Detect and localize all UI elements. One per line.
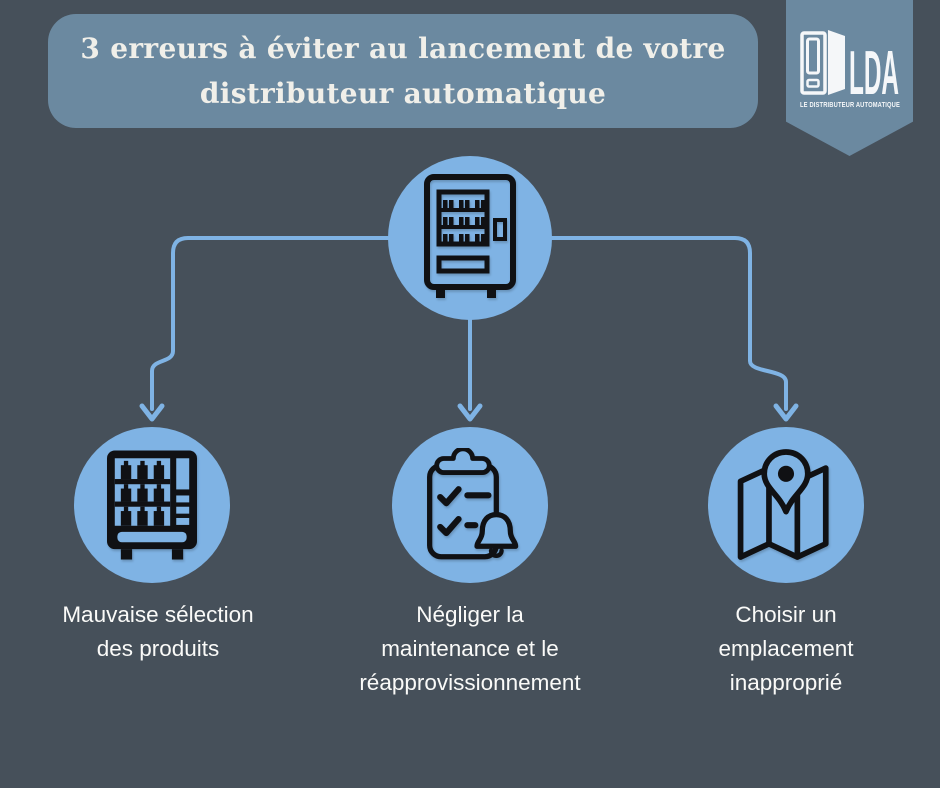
vending-machine-logo-icon: LDA LE DISTRIBUTEUR AUTOMATIQUE	[800, 30, 900, 109]
label-location-line-1: Choisir un	[735, 602, 837, 627]
label-location-line-2: emplacement	[718, 636, 854, 661]
logo-tagline: LE DISTRIBUTEUR AUTOMATIQUE	[800, 100, 900, 109]
maintenance-checklist-bell-icon	[427, 448, 519, 560]
connector-right	[468, 236, 788, 411]
label-products-line-2: des produits	[96, 636, 220, 661]
vending-machine-filled-icon	[107, 450, 197, 560]
label-location-line-3: inapproprié	[729, 670, 843, 695]
connector-left	[150, 236, 472, 411]
label-products: Mauvaise sélection des produits	[18, 598, 298, 666]
logo-badge: LDA LE DISTRIBUTEUR AUTOMATIQUE	[786, 0, 913, 156]
label-maintenance-line-1: Négliger la	[416, 602, 524, 627]
item-node-circle-products	[74, 427, 230, 583]
arrowhead-left-icon	[139, 403, 165, 422]
label-products-line-1: Mauvaise sélection	[62, 602, 254, 627]
root-node-circle	[388, 156, 552, 320]
label-location: Choisir un emplacement inapproprié	[646, 598, 926, 700]
title-line-2: distributeur automatique	[199, 77, 607, 110]
label-maintenance-line-3: réapprovissionnement	[359, 670, 581, 695]
arrowhead-right-icon	[773, 403, 799, 422]
title-line-1: 3 erreurs à éviter au lancement de votre	[80, 32, 726, 65]
item-node-circle-maintenance	[392, 427, 548, 583]
item-node-circle-location	[708, 427, 864, 583]
logo-abbr: LDA	[849, 39, 899, 108]
vending-machine-outline-icon	[424, 174, 516, 298]
label-maintenance-line-2: maintenance et le	[381, 636, 559, 661]
label-maintenance: Négliger la maintenance et le réapprovis…	[328, 598, 612, 700]
arrowhead-center-icon	[457, 403, 483, 422]
map-location-pin-icon	[737, 449, 829, 560]
title-banner: 3 erreurs à éviter au lancement de votre…	[48, 14, 758, 128]
